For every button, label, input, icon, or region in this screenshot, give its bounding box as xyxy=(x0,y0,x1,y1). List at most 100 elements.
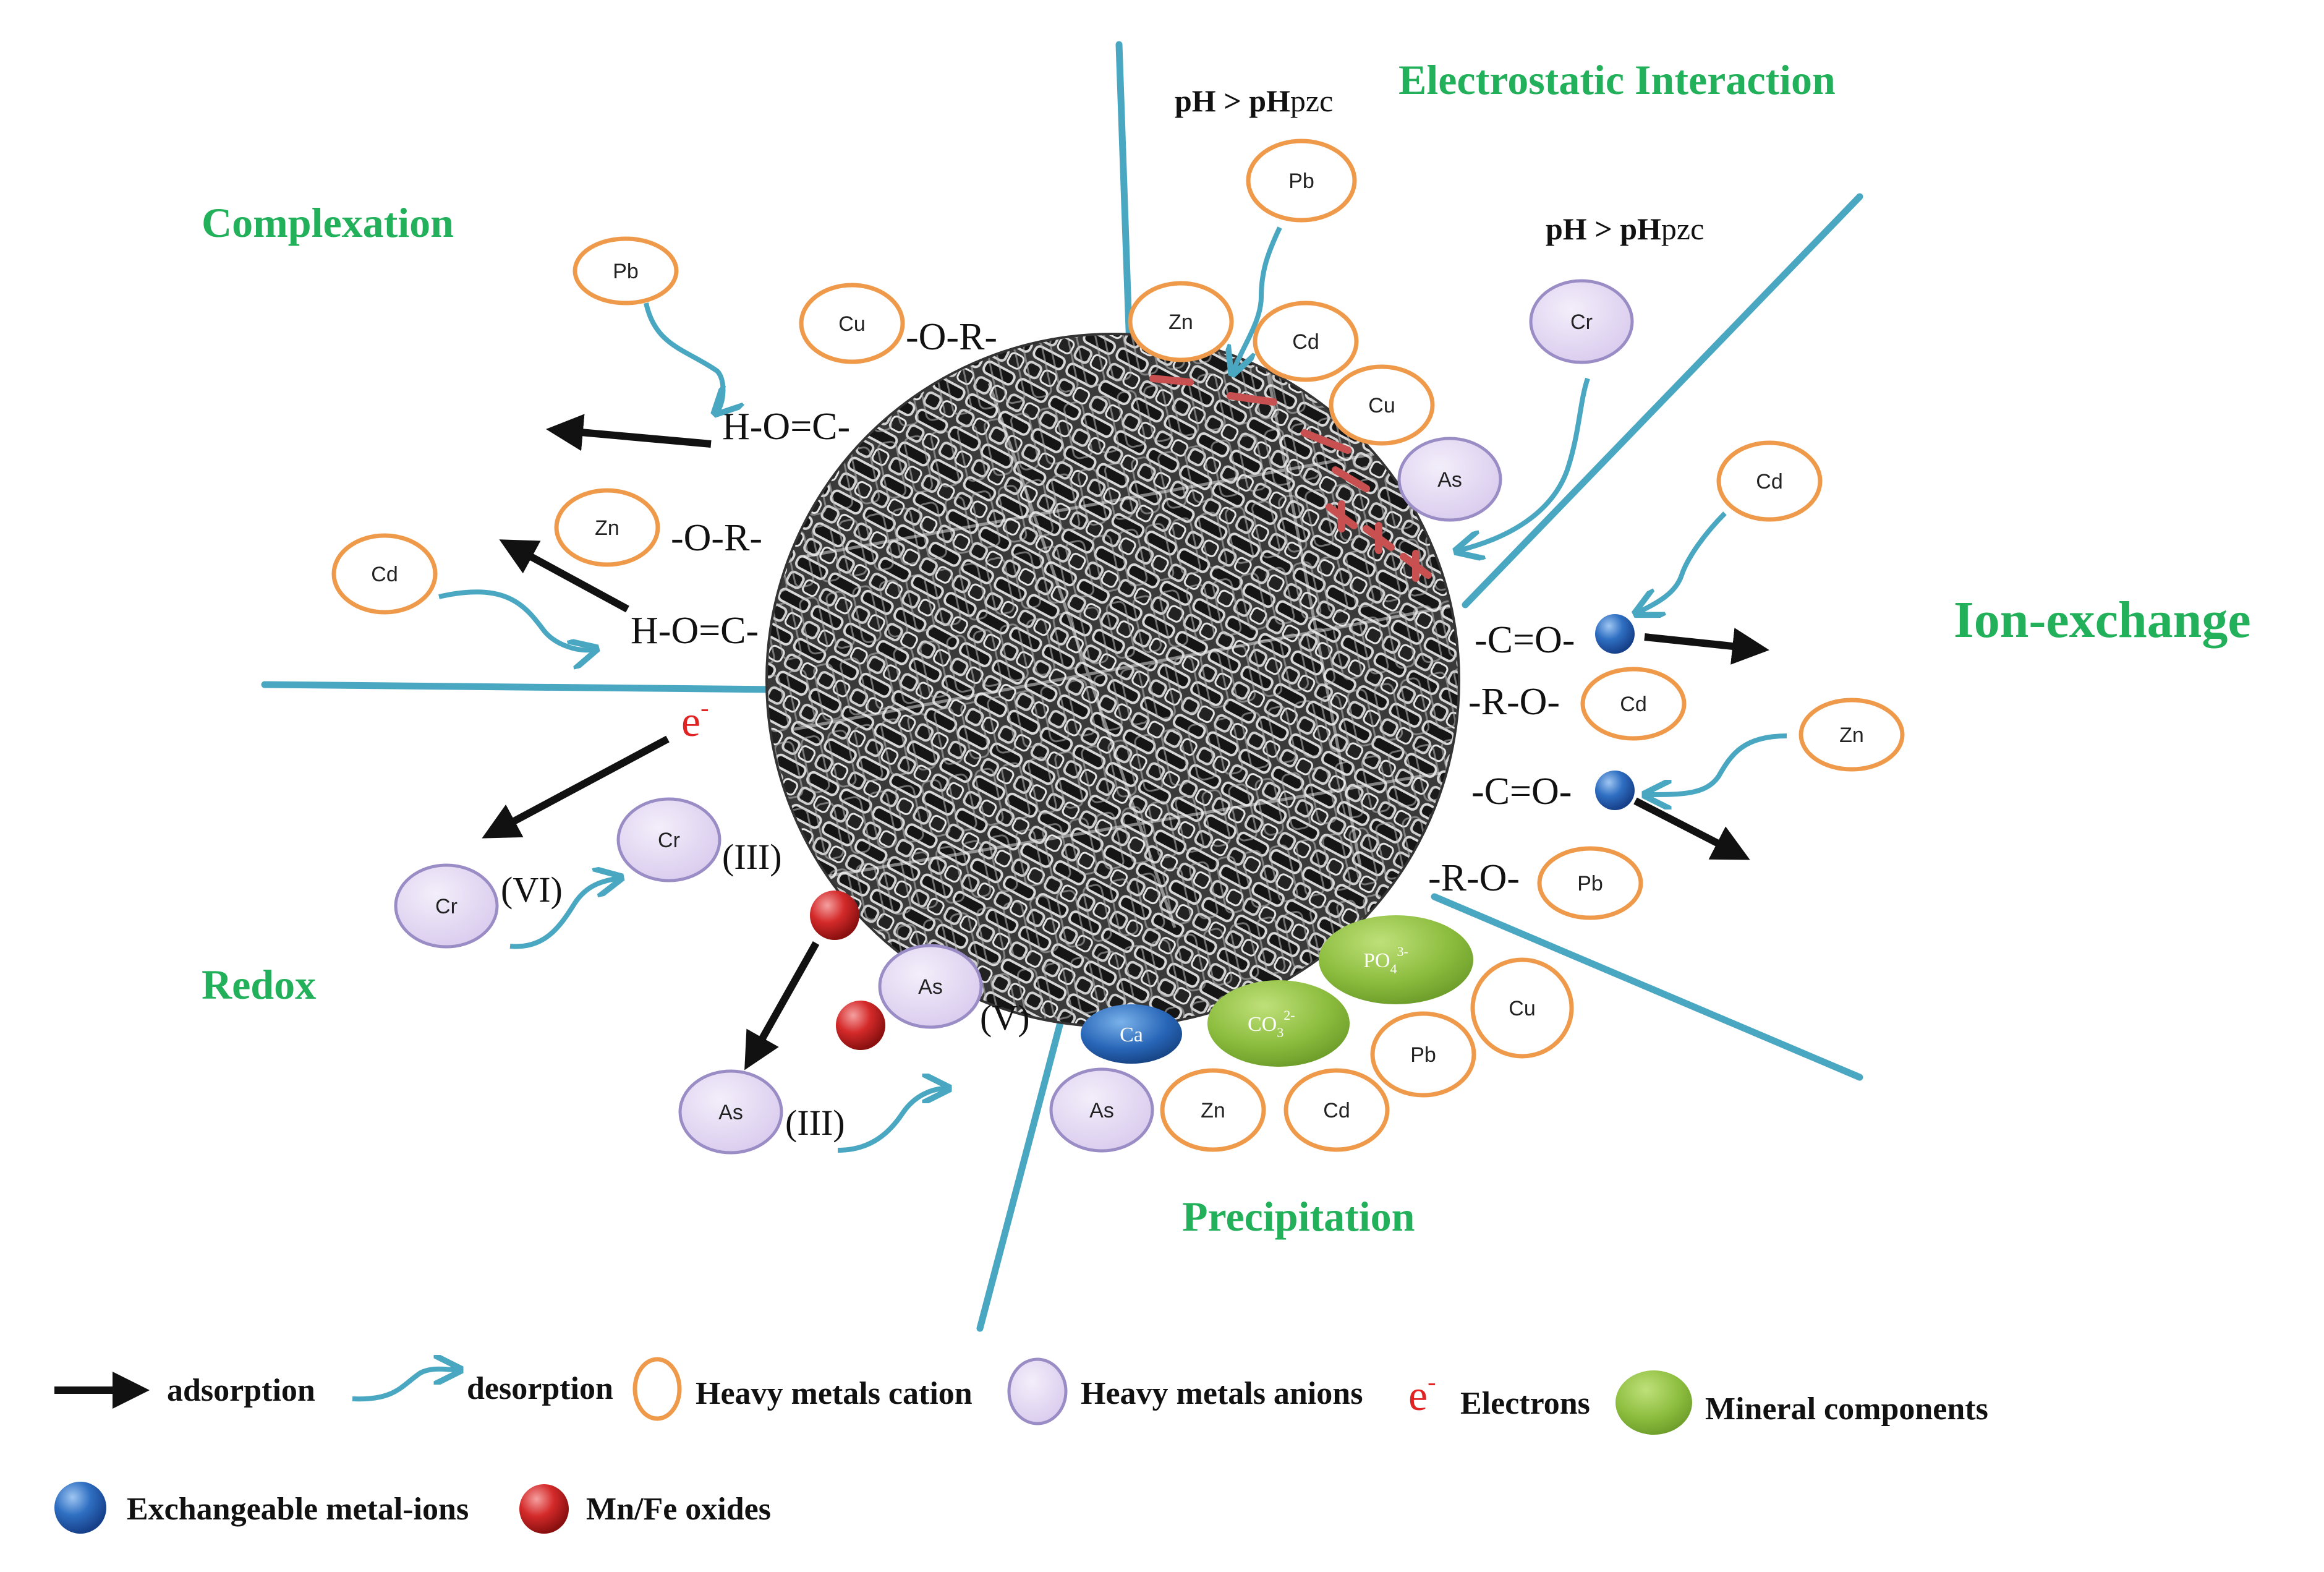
cation-cu-electrostatic: Cu xyxy=(1329,364,1435,446)
ph-condition-top: pH > pHpzc xyxy=(1175,83,1333,118)
biochar-particle xyxy=(765,333,1460,1028)
mechanism-complexation: Complexation xyxy=(202,199,454,246)
svg-text:Zn: Zn xyxy=(1839,724,1864,747)
mechanism-dividers xyxy=(261,41,1863,1332)
group-co-lower: -C=O- xyxy=(1471,771,1572,813)
svg-text:adsorption: adsorption xyxy=(167,1373,315,1408)
anion-as-iii: As xyxy=(678,1069,783,1155)
lavender-circle-icon xyxy=(1007,1357,1068,1425)
svg-text:Mn/Fe oxides: Mn/Fe oxides xyxy=(586,1492,771,1527)
oxidation-cr-iii: (III) xyxy=(722,837,782,877)
legend-cation: Heavy metals cation xyxy=(632,1357,973,1421)
group-or-middle: -O-R- xyxy=(671,517,762,559)
surface-charges xyxy=(1149,375,1432,582)
divider-bottom xyxy=(976,1007,1067,1332)
cation-cd-precipitation: Cd xyxy=(1283,1068,1390,1152)
legend-mineral: Mineral components xyxy=(1615,1370,1988,1435)
anion-as-electrostatic: As xyxy=(1397,437,1502,522)
legend: adsorption desorption Heavy metals catio… xyxy=(54,1359,1988,1534)
electron-redox: e- xyxy=(681,694,709,746)
legend-electrons: e- Electrons xyxy=(1408,1368,1590,1421)
svg-text:PO43-: PO43- xyxy=(1363,944,1408,976)
svg-text:Cr: Cr xyxy=(658,829,680,852)
svg-text:Zn: Zn xyxy=(1168,310,1193,334)
svg-text:Pb: Pb xyxy=(1288,169,1314,193)
oxidation-as-iii: (III) xyxy=(785,1103,845,1143)
metal-cations: Pb Cu Zn Cd Pb Zn Cd Cu Cd Cd Zn Pb Cu P… xyxy=(331,139,1905,1152)
svg-text:Cd: Cd xyxy=(371,563,398,586)
svg-text:Electrons: Electrons xyxy=(1460,1386,1590,1421)
svg-text:Ca: Ca xyxy=(1120,1023,1143,1046)
svg-text:Cu: Cu xyxy=(1509,997,1535,1020)
exchangeable-ion-lower xyxy=(1595,771,1635,810)
svg-text:e-: e- xyxy=(1408,1368,1436,1420)
mineral-co3: CO32- xyxy=(1207,980,1350,1067)
group-hoc-lower: H-O=C- xyxy=(631,610,759,652)
cation-cu-complexation: Cu xyxy=(799,283,905,364)
orange-ring-icon xyxy=(632,1357,682,1421)
desorption-arrows xyxy=(438,226,1787,1153)
svg-text:desorption: desorption xyxy=(467,1371,613,1406)
group-or-top: -O-R- xyxy=(906,316,997,358)
curved-teal-arrow-icon xyxy=(352,1369,458,1402)
oxidation-as-v: (V) xyxy=(980,997,1030,1038)
oxide-sphere-lower xyxy=(836,1001,885,1050)
svg-text:Heavy metals anions: Heavy metals anions xyxy=(1081,1376,1363,1411)
anion-as-v: As xyxy=(878,944,983,1029)
cation-zn-ion-exchange: Zn xyxy=(1798,698,1905,772)
anion-cr-vi: Cr xyxy=(394,863,499,949)
svg-text:Zn: Zn xyxy=(595,516,619,540)
cation-zn-electrostatic: Zn xyxy=(1128,281,1234,362)
oxidation-cr-vi: (VI) xyxy=(501,869,563,910)
exchangeable-ion-upper xyxy=(1595,614,1635,654)
svg-text:Pb: Pb xyxy=(613,260,639,283)
svg-text:As: As xyxy=(718,1101,743,1124)
legend-anion: Heavy metals anions xyxy=(1007,1357,1363,1425)
cation-cu-precipitation: Cu xyxy=(1470,957,1574,1059)
svg-text:Zn: Zn xyxy=(1201,1099,1225,1122)
svg-text:Cr: Cr xyxy=(435,895,458,918)
anion-cr-iii: Cr xyxy=(616,797,721,882)
svg-text:Exchangeable metal-ions: Exchangeable metal-ions xyxy=(127,1492,469,1527)
cation-pb-complexation: Pb xyxy=(572,236,679,305)
cation-zn-complexation: Zn xyxy=(554,488,660,567)
svg-text:Pb: Pb xyxy=(1577,872,1603,895)
mechanism-precipitation: Precipitation xyxy=(1182,1193,1415,1240)
svg-text:Cu: Cu xyxy=(1368,394,1395,417)
svg-text:Pb: Pb xyxy=(1410,1043,1436,1067)
divider-lower-right xyxy=(1431,893,1863,1081)
cation-zn-precipitation: Zn xyxy=(1160,1068,1266,1152)
legend-oxides: Mn/Fe oxides xyxy=(519,1484,771,1534)
oxide-sphere-upper xyxy=(810,891,859,940)
svg-text:Cd: Cd xyxy=(1292,330,1319,354)
mechanism-electrostatic: Electrostatic Interaction xyxy=(1398,56,1836,103)
svg-text:Cd: Cd xyxy=(1323,1099,1350,1122)
mechanism-redox: Redox xyxy=(202,961,316,1008)
svg-text:As: As xyxy=(918,975,943,999)
divider-top xyxy=(1115,41,1134,369)
svg-text:As: As xyxy=(1437,468,1462,492)
svg-text:CO32-: CO32- xyxy=(1248,1007,1295,1040)
mineral-po4: PO43- xyxy=(1319,915,1473,1004)
anion-as-precipitation: As xyxy=(1049,1067,1154,1153)
cation-cd-electrostatic: Cd xyxy=(1253,301,1359,382)
group-co-upper: -C=O- xyxy=(1475,619,1575,661)
svg-text:Cr: Cr xyxy=(1570,310,1593,334)
cation-pb-ion-exchange: Pb xyxy=(1537,846,1643,920)
legend-exchangeable: Exchangeable metal-ions xyxy=(54,1482,469,1534)
group-ro-lower: -R-O- xyxy=(1428,857,1520,899)
ph-condition-right: pH > pHpzc xyxy=(1546,211,1704,246)
metal-anions: As Cr Cr Cr As As As xyxy=(394,279,1634,1155)
svg-text:Heavy metals cation: Heavy metals cation xyxy=(696,1376,973,1411)
calcium-ion: Ca xyxy=(1081,1004,1182,1064)
legend-adsorption: adsorption xyxy=(54,1372,315,1409)
green-ellipse-icon xyxy=(1615,1370,1692,1435)
cation-cd-ion-exchange-mid: Cd xyxy=(1580,667,1687,741)
group-ro-upper: -R-O- xyxy=(1468,681,1560,723)
cation-cd-ion-exchange-top: Cd xyxy=(1716,440,1823,522)
cation-cd-complexation: Cd xyxy=(331,533,438,615)
adsorption-arrows xyxy=(482,414,1769,1070)
mechanism-ion-exchange: Ion-exchange xyxy=(1954,591,2251,649)
svg-text:As: As xyxy=(1089,1099,1114,1122)
legend-desorption: desorption xyxy=(352,1369,613,1406)
